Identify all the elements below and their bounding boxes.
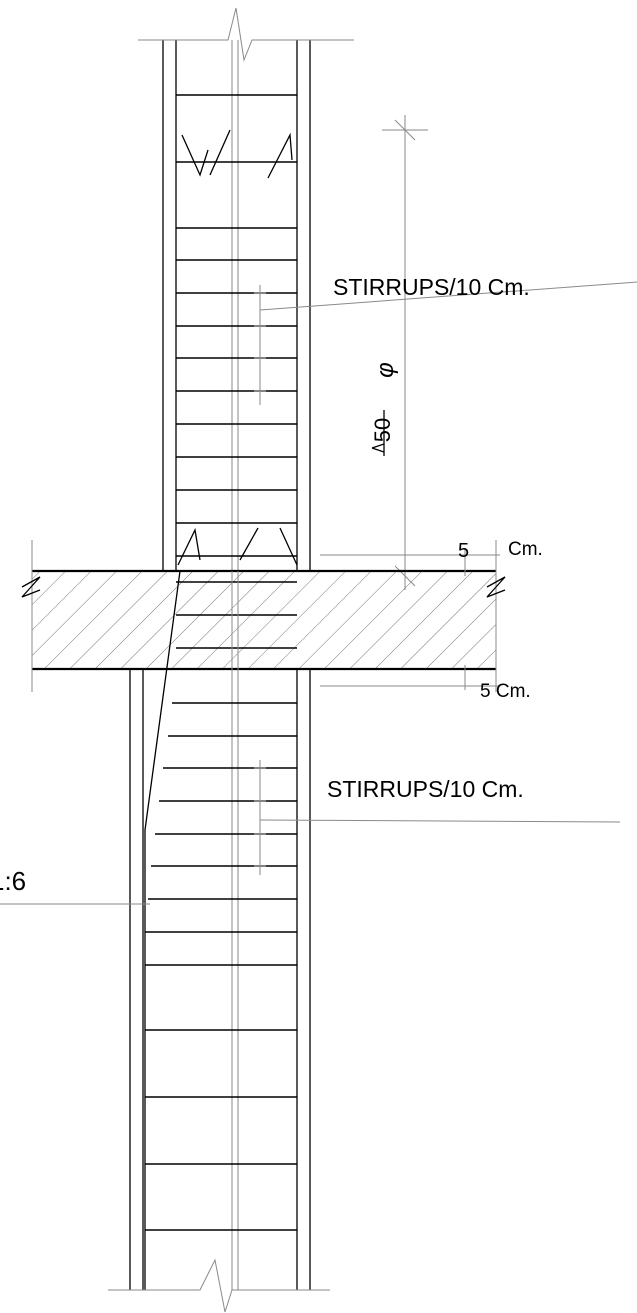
dim-bottom (320, 665, 500, 690)
break-mark-right (486, 576, 506, 598)
lap-dimension (382, 115, 428, 590)
upper-stirrup-leader (254, 281, 637, 405)
break-line-top (138, 7, 354, 62)
break-line-bottom (108, 1258, 330, 1313)
stirrups-label-lower: STIRRUPS/10 Cm. (327, 776, 524, 802)
stirrups-label-upper: STIRRUPS/10 Cm. (333, 274, 530, 300)
dim-bottom-label: 5 Cm. (480, 681, 531, 702)
slab (21, 540, 506, 692)
break-mark-left (21, 576, 41, 598)
dim-top (320, 548, 500, 576)
dim-top-value: 5 (458, 540, 469, 562)
lower-stirrup-leader (254, 760, 621, 875)
dim-top-unit: Cm. (508, 539, 543, 560)
bar-hooks (177, 129, 298, 566)
slope-ratio-label: 1:6 (0, 866, 26, 896)
cranked-bar (144, 570, 181, 1290)
lap-symbol: φ (372, 362, 399, 378)
lower-stirrups (145, 702, 297, 1231)
lower-column (108, 570, 330, 1313)
upper-stirrups (176, 94, 297, 557)
upper-column (138, 7, 354, 570)
lap-length-label: 50 (370, 418, 395, 442)
slab-stirrups (176, 581, 297, 649)
